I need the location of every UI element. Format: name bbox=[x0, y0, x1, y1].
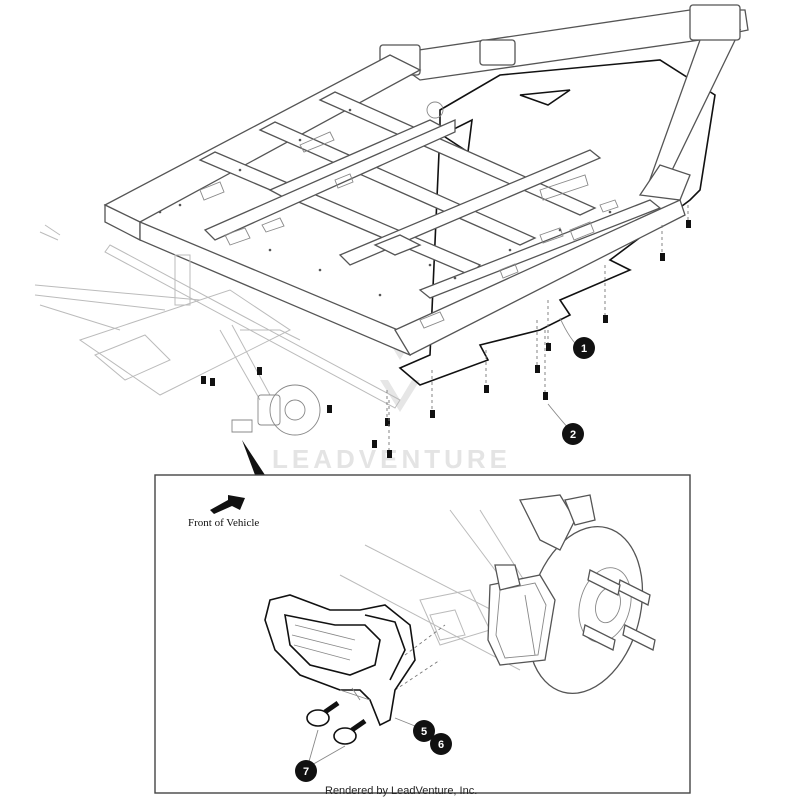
suspension-arms bbox=[34, 224, 401, 436]
callout-2[interactable]: 2 bbox=[562, 423, 584, 445]
callout-7[interactable]: 7 bbox=[295, 760, 317, 782]
brake-guard-shield bbox=[264, 594, 416, 727]
callout-6[interactable]: 6 bbox=[430, 733, 452, 755]
detail-pointer bbox=[242, 440, 265, 475]
frame-bolts bbox=[201, 205, 691, 458]
front-of-vehicle-label: Front of Vehicle bbox=[188, 517, 259, 529]
leader-line-7 bbox=[307, 729, 346, 767]
callout-1[interactable]: 1 bbox=[573, 337, 595, 359]
callout-5[interactable]: 5 bbox=[413, 720, 435, 742]
brake-rotor-hub bbox=[519, 494, 656, 694]
shield-bolts bbox=[306, 700, 367, 745]
detail-view: Front of Vehicle bbox=[154, 474, 691, 794]
watermark-logo: LEADVENTURE bbox=[272, 335, 511, 474]
brake-caliper bbox=[487, 564, 556, 666]
front-arrow-icon bbox=[210, 495, 245, 514]
svg-text:7: 7 bbox=[303, 766, 309, 778]
svg-text:2: 2 bbox=[570, 429, 576, 441]
render-credit: Rendered by LeadVenture, Inc. bbox=[325, 785, 477, 797]
chassis-frame bbox=[103, 4, 749, 386]
svg-text:6: 6 bbox=[438, 739, 444, 751]
svg-text:1: 1 bbox=[581, 343, 587, 355]
svg-text:5: 5 bbox=[421, 726, 427, 738]
watermark-text: LEADVENTURE bbox=[272, 444, 511, 474]
